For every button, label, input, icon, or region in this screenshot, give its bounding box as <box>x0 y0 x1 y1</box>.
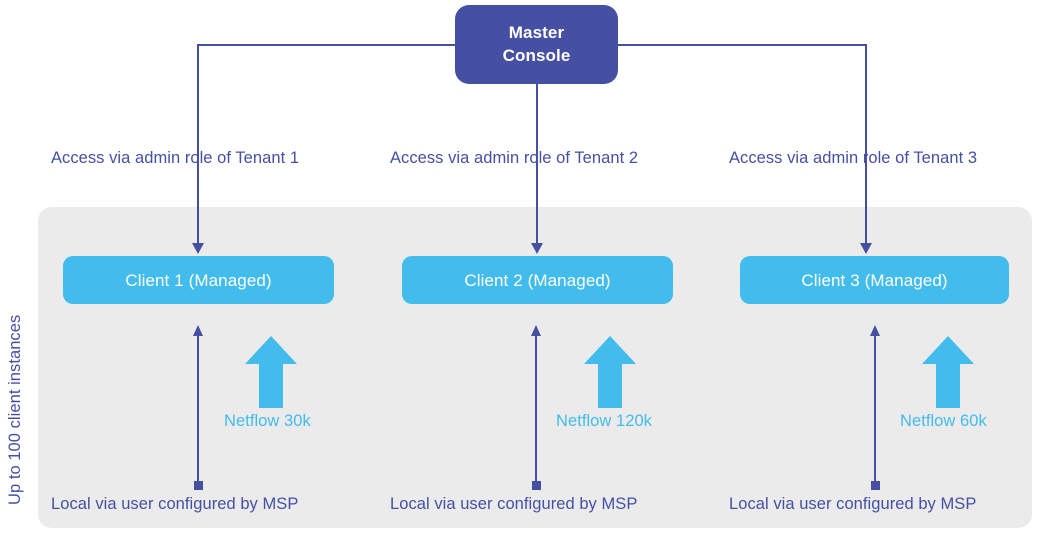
client-box-1-label: Client 1 (Managed) <box>125 270 272 290</box>
local-arrowhead-1 <box>193 325 203 336</box>
client-box-1[interactable]: Client 1 (Managed) <box>63 256 334 304</box>
local-arrow-line-3 <box>874 334 876 483</box>
netflow-arrow-icon-2 <box>584 336 636 408</box>
client-box-2-label: Client 2 (Managed) <box>464 270 611 290</box>
drop-line-tenant-2 <box>536 83 538 243</box>
drop-line-tenant-1 <box>197 44 199 243</box>
master-console-line2: Console <box>502 45 571 65</box>
master-console-line1: Master <box>508 23 565 43</box>
side-label-client-instances: Up to 100 client instances <box>6 314 24 505</box>
client-box-3[interactable]: Client 3 (Managed) <box>740 256 1009 304</box>
local-label-2: Local via user configured by MSP <box>390 495 638 513</box>
master-console-node[interactable]: Master Console <box>455 5 618 84</box>
netflow-label-1: Netflow 30k <box>224 412 311 430</box>
tenant-label-1: Access via admin role of Tenant 1 <box>51 149 300 167</box>
local-arrowhead-3 <box>870 325 880 336</box>
local-arrow-line-1 <box>197 334 199 483</box>
local-arrow-tail-1 <box>194 481 203 490</box>
local-arrow-tail-3 <box>871 481 880 490</box>
bus-line-left <box>197 44 456 46</box>
client-box-2[interactable]: Client 2 (Managed) <box>402 256 673 304</box>
tenant-label-3: Access via admin role of Tenant 3 <box>729 149 978 167</box>
drop-arrowhead-tenant-2 <box>531 243 543 254</box>
netflow-arrow-icon-3 <box>922 336 974 408</box>
tenant-label-2: Access via admin role of Tenant 2 <box>390 149 639 167</box>
drop-arrowhead-tenant-3 <box>860 243 872 254</box>
local-label-1: Local via user configured by MSP <box>51 495 299 513</box>
client-box-3-label: Client 3 (Managed) <box>801 270 948 290</box>
local-arrow-line-2 <box>535 334 537 483</box>
local-arrow-tail-2 <box>532 481 541 490</box>
netflow-label-2: Netflow 120k <box>556 412 652 430</box>
bus-line-right <box>617 44 867 46</box>
drop-line-tenant-3 <box>865 44 867 243</box>
local-arrowhead-2 <box>531 325 541 336</box>
drop-arrowhead-tenant-1 <box>192 243 204 254</box>
netflow-arrow-icon-1 <box>245 336 297 408</box>
local-label-3: Local via user configured by MSP <box>729 495 977 513</box>
netflow-label-3: Netflow 60k <box>900 412 987 430</box>
